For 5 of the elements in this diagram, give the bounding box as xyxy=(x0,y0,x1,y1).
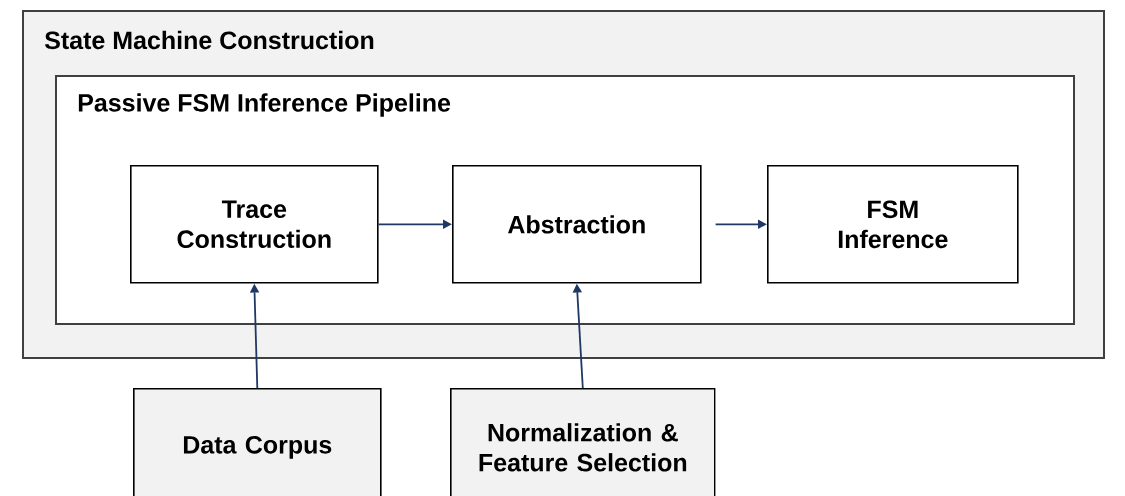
process-box: Data Corpus xyxy=(133,388,382,496)
process-box: Trace Construction xyxy=(130,165,379,284)
process-box: Normalization & Feature Selection xyxy=(450,388,716,496)
process-box: Abstraction xyxy=(452,165,702,284)
process-box: FSM Inference xyxy=(767,165,1019,284)
